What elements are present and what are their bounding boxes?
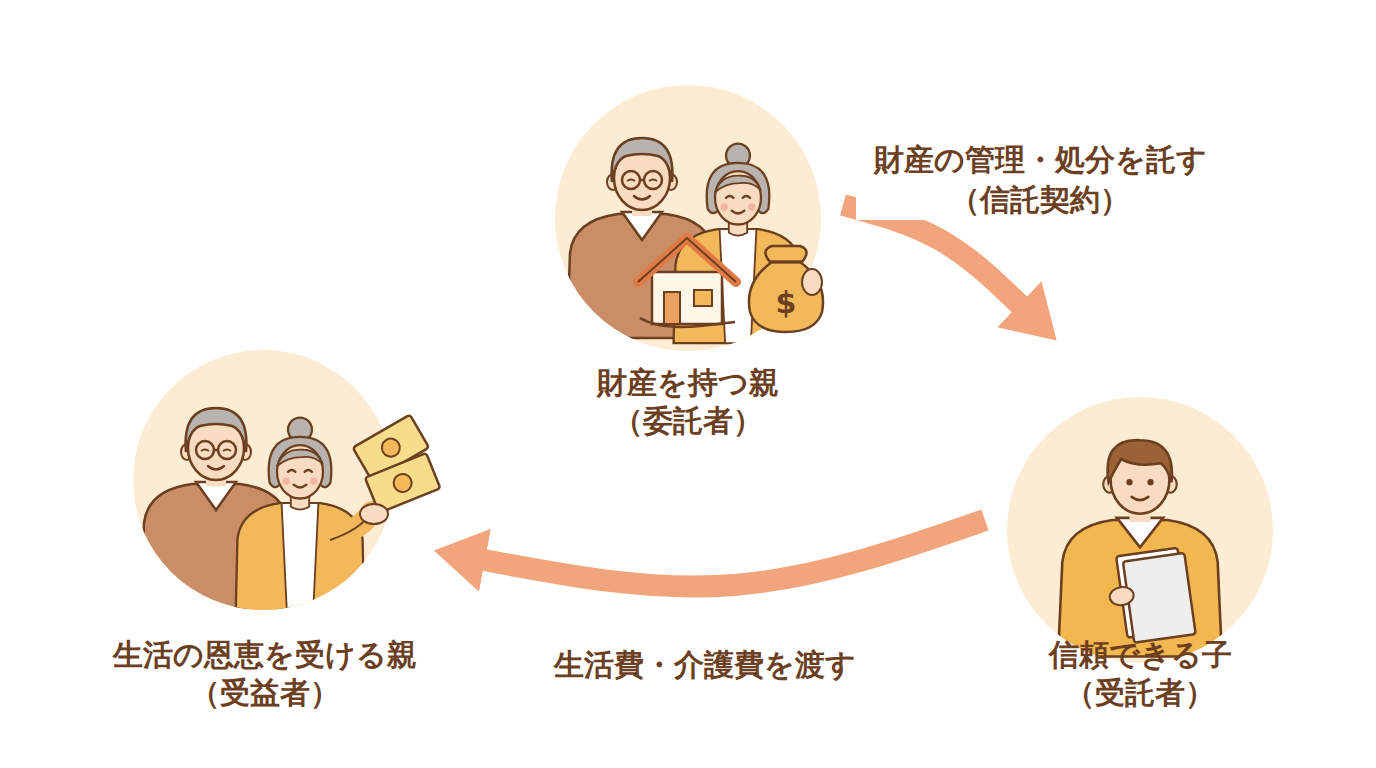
trustee-person [1058,440,1222,656]
edge-label: 生活費・介護費を渡す [521,645,889,685]
role-name: 信頼できる子 [1005,636,1275,674]
role-name: 財産を持つ親 [553,364,823,402]
role-term: （委託者） [553,402,823,440]
edge-label: 財産の管理・処分を託す （信託契約） [856,140,1224,220]
house-icon [638,238,736,327]
flow-arrow [484,520,985,587]
role-term: （受託者） [1005,674,1275,712]
currency-sign: $ [776,288,797,318]
node-circle [555,85,821,351]
flow-arrow [843,205,1020,305]
node-box: 信頼できる子（受託者） [1005,390,1275,720]
node-circle [1007,397,1273,663]
role-name: 生活の恩恵を受ける親 [101,636,429,674]
node-box: 財産を持つ親（委託者） [553,80,823,448]
role-term: （受益者） [101,674,429,712]
money-bag [749,246,823,332]
money-bills [353,415,441,524]
beneficiary-couple [141,408,372,617]
node-box: 生活の恩恵を受ける親（受益者） [101,345,429,720]
